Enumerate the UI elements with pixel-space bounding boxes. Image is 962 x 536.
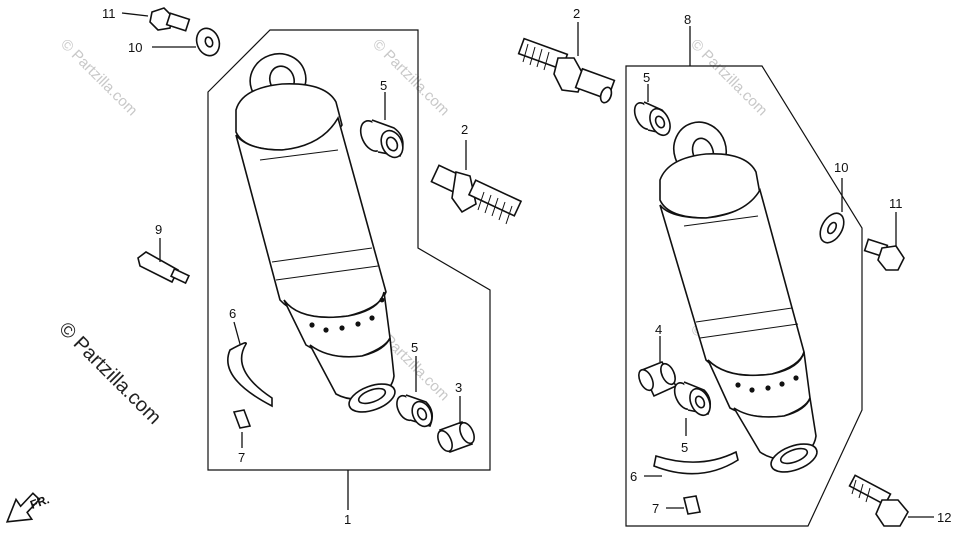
part-label-5-top: 5	[380, 78, 387, 93]
part-label-10-right: 10	[834, 160, 848, 175]
bushing-icon	[359, 119, 404, 159]
part-label-2-right: 2	[573, 6, 580, 21]
bolt-icon	[863, 238, 905, 271]
part-label-5-bottom-right: 5	[681, 440, 688, 455]
part-label-8: 8	[684, 12, 691, 27]
arrow-left-icon	[5, 492, 41, 523]
collar-stud-icon	[430, 164, 523, 225]
part-label-9: 9	[155, 222, 162, 237]
part-label-5-top-right: 5	[643, 70, 650, 85]
part-label-2: 2	[461, 122, 468, 137]
part-label-6: 6	[229, 306, 236, 321]
right-assembly-outline	[625, 65, 863, 527]
direction-label: FR.	[28, 492, 51, 512]
collar-icon	[437, 420, 475, 454]
part-label-7: 7	[238, 450, 245, 465]
left-assembly-outline	[207, 29, 491, 471]
part-label-7-right: 7	[652, 501, 659, 516]
part-label-11-right: 11	[889, 196, 903, 211]
stud-icon	[137, 251, 191, 285]
part-label-11: 11	[102, 6, 116, 21]
clip-icon	[653, 450, 739, 475]
part-label-4: 4	[655, 322, 662, 337]
part-label-12: 12	[937, 510, 951, 525]
washer-icon	[195, 27, 221, 57]
left-assembly: 11 10 9 6 7	[102, 6, 523, 527]
tag-icon	[232, 409, 252, 429]
collar-icon	[638, 361, 678, 398]
bushing-icon	[633, 101, 671, 137]
shock-absorber-icon	[235, 53, 396, 413]
watermark-text: © Partzilla.com	[687, 36, 770, 119]
part-label-3: 3	[455, 380, 462, 395]
bushing-icon	[396, 394, 434, 428]
bushing-icon	[673, 381, 712, 417]
part-label-5-bottom: 5	[411, 340, 418, 355]
part-label-6-right: 6	[630, 469, 637, 484]
tag-icon	[683, 495, 701, 515]
bolt-icon	[149, 7, 191, 32]
watermark-text-large: © Partzilla.com	[54, 318, 165, 429]
part-label-1: 1	[344, 512, 351, 527]
direction-indicator: FR.	[5, 492, 51, 523]
collar-stud-icon	[517, 37, 616, 104]
bolt-icon	[848, 474, 909, 527]
right-assembly: 8	[517, 6, 951, 527]
part-label-10: 10	[128, 40, 142, 55]
shock-absorber-icon	[659, 121, 818, 473]
clip-icon	[227, 342, 273, 408]
washer-icon	[819, 212, 845, 244]
